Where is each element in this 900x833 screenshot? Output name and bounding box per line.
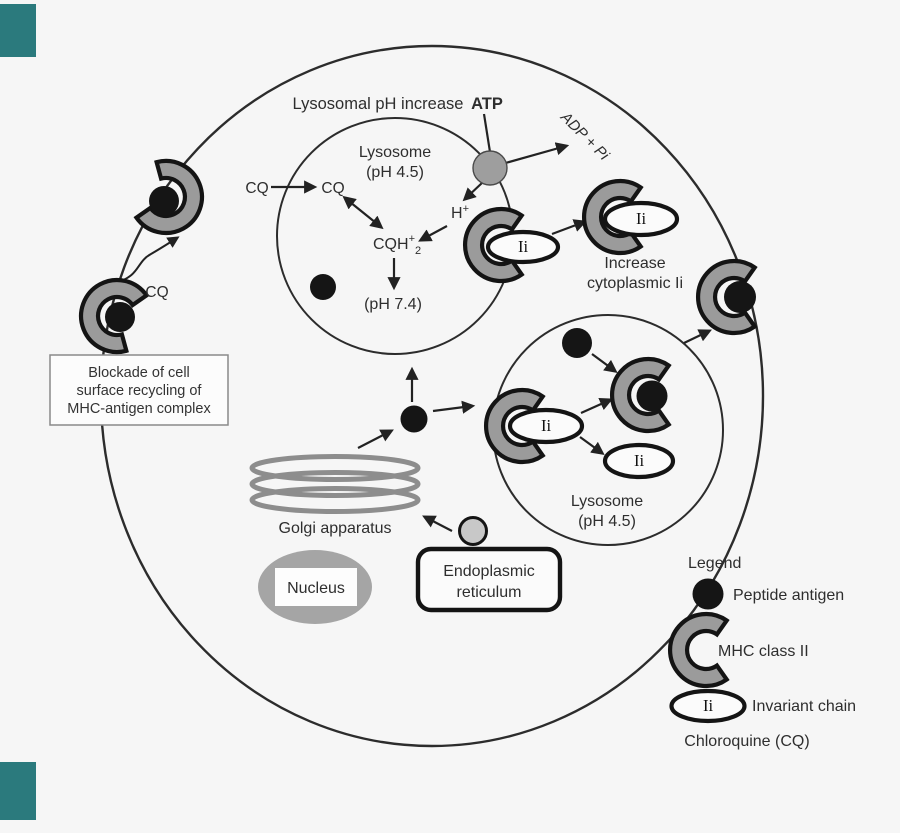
legend-ii-text: Ii (703, 696, 713, 715)
cq-recycling-label: CQ (145, 284, 168, 301)
free-ii-arrow (579, 436, 605, 455)
er-vesicle (458, 516, 488, 546)
cq-outside-label: CQ (245, 180, 268, 197)
golgi-to-vesicle-arrow (357, 429, 394, 449)
free-invariant-chain (602, 442, 676, 480)
page-accent-bottom (0, 762, 36, 820)
peptide-in-mhc-lysosome-bottom (636, 380, 668, 412)
er-label-line2: reticulum (457, 584, 522, 601)
pump-to-hplus-arrow (462, 181, 484, 202)
cq-recycling-wavy-arrow (116, 236, 180, 283)
golgi-apparatus (249, 454, 421, 514)
peptide-antigen-dot-transport (400, 405, 428, 433)
blockade-callout: Blockade of cell surface recycling of MH… (49, 354, 229, 426)
ii-label-cytoplasmic: Ii (636, 209, 646, 228)
legend-title: Legend (688, 555, 741, 572)
er-to-golgi-arrow (422, 515, 453, 532)
ii-label-lysosome-bottom: Ii (541, 416, 551, 435)
lysosome-bottom-ph: (pH 4.5) (578, 513, 636, 530)
legend: Legend Peptide antigen MHC class II Ii I… (670, 555, 856, 750)
atp-line (482, 113, 492, 153)
increase-cytoplasmic-line2: cytoplasmic Ii (587, 275, 683, 292)
invariant-chain-cytoplasmic (602, 200, 680, 238)
invariant-chain-lysosome-bottom (507, 407, 585, 445)
peptide-antigen-dot-lysosome-top (310, 274, 336, 300)
arrows (116, 113, 712, 532)
blockade-line1: Blockade of cell (88, 365, 190, 381)
peptide-in-mhc-lower-left (105, 302, 135, 332)
lysosome-bottom-name: Lysosome (571, 493, 643, 510)
adp-pi-label: ADP + Pi (556, 108, 612, 164)
hplus-base: H (451, 205, 463, 222)
lysosome-to-surface-arrow (683, 329, 712, 344)
ph-neutral-label: (pH 7.4) (364, 296, 422, 313)
invariant-chain-lysosome-top (485, 229, 561, 265)
legend-invariant-label: Invariant chain (752, 698, 856, 715)
page-accent-top (0, 4, 36, 57)
cqh2-sup: + (409, 233, 415, 245)
mhc-complexes: Ii Ii Ii Ii (71, 156, 756, 480)
cq-protonation-arrow (342, 195, 384, 230)
peptide-to-mhc-arrow (591, 353, 618, 373)
lysosome-top-name: Lysosome (359, 144, 431, 161)
hplus-label: H+ (451, 203, 469, 222)
blockade-line2: surface recycling of (77, 383, 203, 399)
hplus-sup: + (463, 203, 469, 215)
lysosome-top-ph: (pH 4.5) (366, 164, 424, 181)
legend-ii-icon (669, 688, 747, 724)
hplus-to-cqh2-arrow (418, 225, 448, 242)
legend-peptide-icon (692, 578, 724, 610)
peptide-in-mhc-upper-left (149, 186, 179, 216)
endoplasmic-reticulum: Endoplasmic reticulum (415, 546, 563, 613)
atp-label: ATP (471, 95, 503, 113)
peptide-in-mhc-right (724, 281, 756, 313)
legend-peptide-label: Peptide antigen (733, 587, 844, 604)
ii-label-lysosome-top: Ii (518, 237, 528, 256)
legend-mhc-label: MHC class II (718, 643, 809, 660)
nucleus: Nucleus (258, 550, 372, 624)
increase-cytoplasmic-line1: Increase (604, 255, 665, 272)
cq-inside-label: CQ (321, 180, 344, 197)
cqh2-label: CQH+2 (373, 233, 421, 257)
cqh2-base: CQH (373, 236, 409, 253)
peptide-antigen-dot-lysosome-bottom (562, 328, 592, 358)
cqh2-sub: 2 (415, 245, 421, 257)
proton-pump (472, 150, 508, 186)
lysosomal-ph-increase-label: Lysosomal pH increase (293, 95, 464, 113)
ii-label-free: Ii (634, 451, 644, 470)
golgi-label: Golgi apparatus (279, 520, 392, 537)
increase-ii-arrow (551, 219, 588, 236)
blockade-line3: MHC-antigen complex (67, 401, 211, 417)
ii-release-arrow (580, 398, 614, 415)
nucleus-label: Nucleus (287, 580, 345, 597)
adp-arrow (501, 142, 570, 166)
legend-chloroquine-label: Chloroquine (CQ) (684, 733, 809, 750)
er-label-line1: Endoplasmic (443, 563, 535, 580)
vesicle-right-arrow (432, 400, 476, 414)
